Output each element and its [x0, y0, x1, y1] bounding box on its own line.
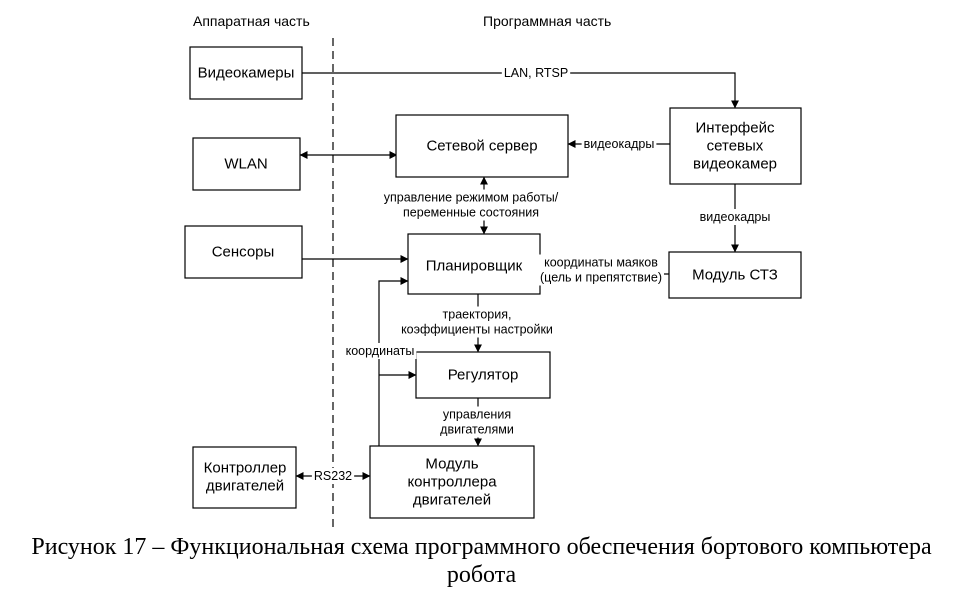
blocks — [184, 46, 802, 519]
trajectory-label: траектория,коэффициенты настройки — [401, 308, 553, 337]
videoframes-label-2: видеокадры — [700, 210, 771, 224]
arrow-module-to-planner — [378, 277, 409, 446]
rs232-label-bg — [311, 468, 355, 484]
planner-box — [407, 233, 541, 295]
network-server-label-line: Сетевой сервер — [426, 138, 537, 155]
videoframes-label-1: видеокадры — [584, 137, 655, 151]
mode-control-label-bg — [381, 189, 561, 221]
mode-control-label: управление режимом работы/переменные сос… — [384, 191, 559, 220]
motor-control-label-bg — [438, 406, 516, 438]
connector-labels: LAN, RTSP видеокадры видеокадры управлен… — [311, 65, 773, 484]
regulator-box — [415, 351, 551, 399]
motor-controller-module-box — [369, 445, 535, 519]
lan-rtsp-label-line: LAN, RTSP — [504, 66, 568, 80]
cameras-label: Видеокамеры — [198, 65, 295, 82]
network-server-box — [395, 114, 569, 178]
camera-interface-label-line: Интерфейс — [695, 120, 775, 137]
rs232-label: RS232 — [314, 469, 352, 483]
cameras-label-line: Видеокамеры — [198, 65, 295, 82]
videoframes-label-2-bg — [697, 209, 773, 225]
videoframes-label-2-line: видеокадры — [700, 210, 771, 224]
motor-controller-label-line: двигателей — [206, 478, 284, 495]
beacon-coords-label-bg — [538, 254, 664, 286]
beacon-coords-label-line: координаты маяков — [544, 256, 658, 270]
arrow-cameras-to-interface — [302, 72, 739, 109]
mode-control-label-line: управление режимом работы/ — [384, 191, 559, 205]
lan-rtsp-label-bg — [501, 65, 571, 81]
motor-controller-module-label-line: двигателей — [413, 492, 491, 509]
planner-label: Планировщик — [426, 258, 523, 275]
coordinates-label-line: координаты — [346, 344, 415, 358]
rs232-label-line: RS232 — [314, 469, 352, 483]
motor-controller-box — [192, 446, 297, 509]
motor-controller-label-line: Контроллер — [204, 460, 287, 477]
hardware-section-title: Аппаратная часть — [193, 13, 310, 29]
camera-interface-label-line: видеокамер — [693, 156, 777, 173]
regulator-label: Регулятор — [448, 367, 519, 384]
beacon-coords-label: координаты маяков(цель и препятствие) — [540, 256, 662, 285]
planner-label-line: Планировщик — [426, 258, 523, 275]
sensors-label-line: Сенсоры — [212, 244, 275, 261]
regulator-label-line: Регулятор — [448, 367, 519, 384]
sensors-label: Сенсоры — [212, 244, 275, 261]
software-section-title: Программная часть — [483, 13, 611, 29]
wlan-label-line: WLAN — [224, 156, 267, 173]
cameras-box — [189, 46, 303, 100]
motor-control-label-line: управления — [443, 408, 511, 422]
lan-rtsp-label: LAN, RTSP — [504, 66, 568, 80]
videoframes-label-1-line: видеокадры — [584, 137, 655, 151]
trajectory-label-line: траектория, — [443, 308, 512, 322]
stz-module-box — [668, 251, 802, 299]
figure-caption: Рисунок 17 – Функциональная схема програ… — [31, 534, 932, 588]
motor-control-label-line: двигателями — [440, 423, 514, 437]
stz-module-label-line: Модуль СТЗ — [692, 267, 778, 284]
camera-interface-box — [669, 107, 802, 185]
coordinates-label-bg — [343, 343, 417, 359]
stz-module-label: Модуль СТЗ — [692, 267, 778, 284]
coordinates-label: координаты — [346, 344, 415, 358]
sensors-box — [184, 225, 303, 279]
beacon-coords-label-line: (цель и препятствие) — [540, 271, 662, 285]
wlan-label: WLAN — [224, 156, 267, 173]
motor-controller-module-label-line: Модуль — [425, 456, 478, 473]
network-server-label: Сетевой сервер — [426, 138, 537, 155]
camera-interface-label-line: сетевых — [707, 138, 764, 155]
motor-controller-module-label-line: контроллера — [407, 474, 497, 491]
videoframes-label-1-bg — [581, 136, 657, 152]
trajectory-label-line: коэффициенты настройки — [401, 323, 553, 337]
mode-control-label-line: переменные состояния — [403, 206, 539, 220]
trajectory-label-bg — [399, 306, 555, 338]
wlan-box — [192, 137, 301, 191]
